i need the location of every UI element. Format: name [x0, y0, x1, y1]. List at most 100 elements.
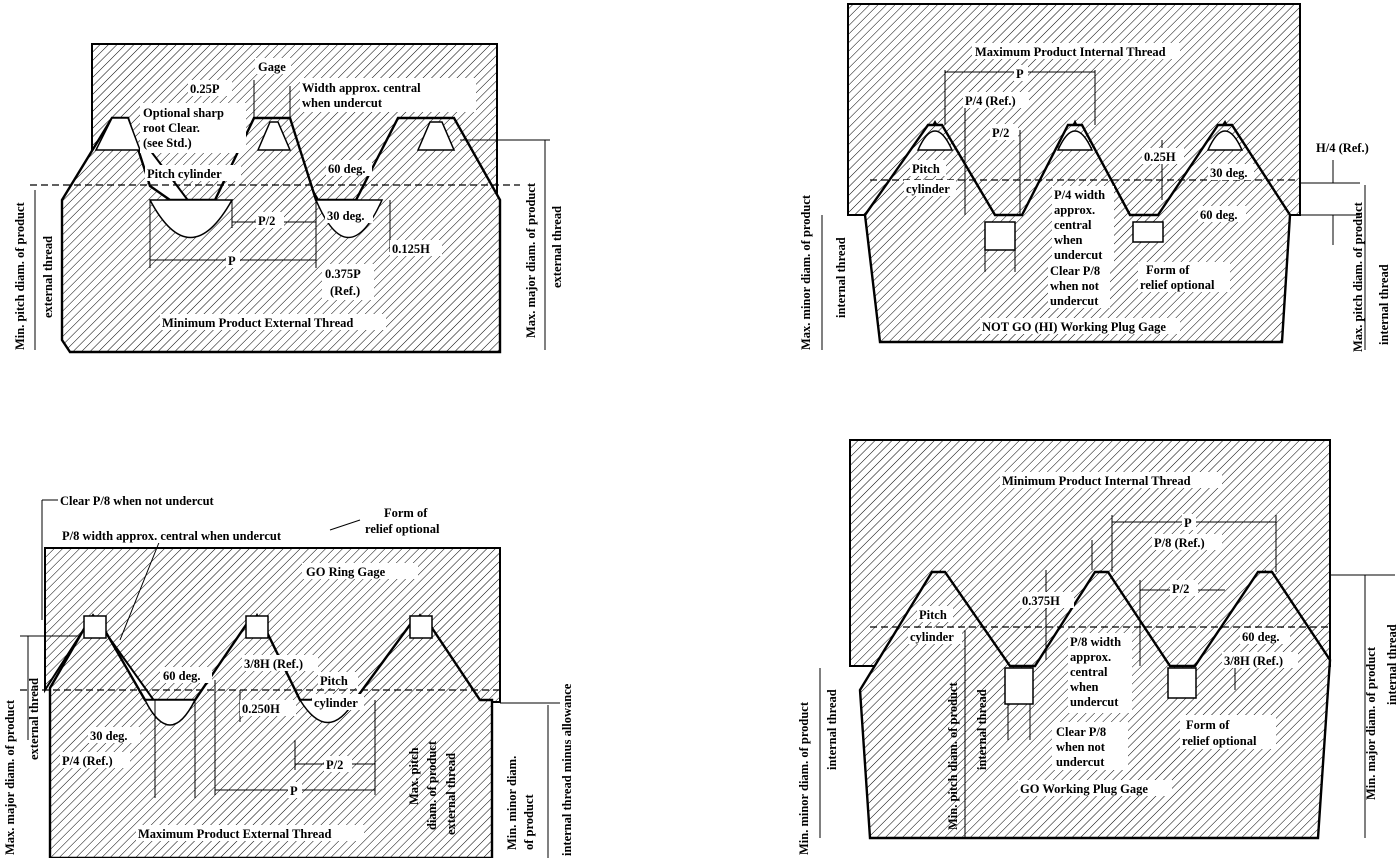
gage-label: Gage [258, 60, 286, 74]
p-label: P [1184, 516, 1192, 530]
min-pitch-label-2: internal thread [975, 689, 989, 770]
clear-note-1: Clear P/8 [1050, 264, 1100, 278]
cylinder-label: cylinder [910, 630, 954, 644]
side-right-label-1: Min. minor diam. [505, 756, 519, 850]
panel-title: Minimum Product External Thread [162, 316, 353, 330]
bottom-gage-label: NOT GO (HI) Working Plug Gage [982, 320, 1166, 334]
crest-2 [256, 121, 292, 151]
clear-note-3: undercut [1050, 294, 1099, 308]
side-right-label-2: of product [522, 793, 536, 850]
side-right-label-1: Min. major diam. of product [1364, 646, 1378, 800]
width-note-3: central [1070, 665, 1108, 679]
side-right-label-2: internal thread [1377, 264, 1391, 345]
width-note-2: approx. [1070, 650, 1111, 664]
clear-note-1: Clear P/8 [1056, 725, 1106, 739]
crest-relief-2 [245, 615, 269, 639]
width-note-3: central [1054, 218, 1092, 232]
p4ref-label: P/4 (Ref.) [62, 754, 113, 768]
form-note-2: relief optional [1182, 734, 1257, 748]
side-left-label-2: external thread [41, 236, 55, 318]
form-note-1: Form of [1146, 263, 1190, 277]
side-right-label-2: internal thread [1385, 624, 1398, 705]
half-p-label: P/2 [992, 126, 1009, 140]
form-note-1: Form of [1186, 718, 1230, 732]
p8ref-label: P/8 (Ref.) [1154, 536, 1205, 550]
panel-gage-label: GO Ring Gage [306, 565, 386, 579]
h375-label: 0.375H [1022, 594, 1060, 608]
deg60-label: 60 deg. [1242, 630, 1280, 644]
bottom-gage-label: GO Working Plug Gage [1020, 782, 1148, 796]
root-cut-1 [148, 199, 234, 239]
p375-label-2: (Ref.) [330, 284, 360, 298]
crest-relief-3 [409, 615, 433, 639]
side-left-label-1: Min. pitch diam. of product [13, 201, 27, 350]
form-note-2: relief optional [1140, 278, 1215, 292]
root-relief-2 [1132, 221, 1164, 243]
h250-label: 0.250H [242, 702, 280, 716]
panel-top-left: Gage 0.25P Width approx. central when un… [13, 43, 564, 354]
max-pitch-label-3: external thread [444, 753, 458, 835]
deg30-label: 30 deg. [90, 729, 128, 743]
pitch-label: Pitch [320, 674, 348, 688]
half-p-label: P/2 [1172, 582, 1189, 596]
h38-label: 3/8H (Ref.) [1224, 654, 1283, 668]
side-left-label-2: internal thread [825, 689, 839, 770]
h125-label: 0.125H [392, 242, 430, 256]
panel-bottom-right: Minimum Product Internal Thread P P/8 (R… [797, 439, 1398, 855]
pitch-label: Pitch [919, 608, 947, 622]
root-relief-1 [984, 221, 1016, 251]
sharp-note-3: (see Std.) [143, 136, 192, 150]
leader-line [119, 539, 161, 641]
side-right-label-1: Max. pitch diam. of product [1351, 201, 1365, 352]
cylinder-label: cylinder [314, 696, 358, 710]
form-note-1: Form of [384, 506, 428, 520]
side-left-label-1: Min. minor diam. of product [797, 701, 811, 855]
leader-line [329, 519, 361, 531]
panel-top-right: Maximum Product Internal Thread P P/4 (R… [799, 3, 1391, 352]
crest-3 [416, 121, 456, 151]
crest-1 [94, 117, 142, 151]
width-note: P/8 width approx. central when undercut [62, 529, 282, 543]
width-note-2: when undercut [302, 96, 383, 110]
min-pitch-label-1: Min. pitch diam. of product [946, 681, 960, 830]
quarter-p-label: 0.25P [190, 82, 220, 96]
sharp-note-1: Optional sharp [143, 106, 224, 120]
panel-title: Maximum Product External Thread [138, 827, 331, 841]
width-note-1: Width approx. central [302, 81, 421, 95]
root-relief-2 [1167, 667, 1197, 699]
p-label: P [1016, 67, 1024, 81]
deg60-label: 60 deg. [328, 162, 366, 176]
width-note-4: when [1054, 233, 1083, 247]
width-note-2: approx. [1054, 203, 1095, 217]
deg30-label: 30 deg. [327, 209, 365, 223]
panel-title: Maximum Product Internal Thread [975, 45, 1166, 59]
side-right-label-1: Max. major diam. of product [524, 182, 538, 338]
width-note-5: undercut [1070, 695, 1119, 709]
cylinder-label: cylinder [906, 182, 950, 196]
h38-label: 3/8H (Ref.) [244, 657, 303, 671]
clear-note-2: when not [1050, 279, 1100, 293]
root-cut-1 [143, 699, 197, 726]
max-pitch-label-2: diam. of product [425, 740, 439, 830]
side-left-label-2: internal thread [834, 237, 848, 318]
crest-3 [1206, 130, 1244, 151]
form-note-2: relief optional [365, 522, 440, 536]
side-left-label-1: Max. minor diam. of product [799, 194, 813, 350]
p-label: P [228, 254, 236, 268]
panel-bottom-left: Clear P/8 when not undercut P/8 width ap… [3, 492, 574, 858]
half-p-label: P/2 [258, 214, 275, 228]
side-left-label-2: external thread [27, 678, 41, 760]
half-p-label: P/2 [326, 758, 343, 772]
clear-note: Clear P/8 when not undercut [60, 494, 215, 508]
clear-note-2: when not [1056, 740, 1106, 754]
crest-1 [916, 130, 954, 151]
p-label: P [290, 784, 298, 798]
h25-label: 0.25H [1144, 150, 1176, 164]
max-pitch-label-1: Max. pitch [407, 747, 421, 805]
clear-note-3: undercut [1056, 755, 1105, 769]
side-left-label-1: Max. major diam. of product [3, 699, 17, 855]
width-note-1: P/4 width [1054, 188, 1105, 202]
pitch-label: Pitch [912, 162, 940, 176]
side-right-label-2: external thread [550, 206, 564, 288]
